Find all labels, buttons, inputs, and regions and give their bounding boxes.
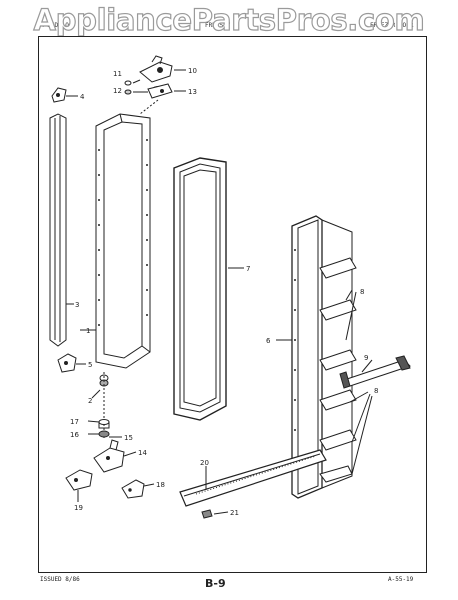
part-9-shelf-bar (339, 355, 411, 389)
callout-2: 2 (88, 397, 92, 405)
callout-1: 1 (86, 327, 90, 335)
callout-5: 5 (88, 361, 92, 369)
callout-19: 19 (74, 504, 83, 512)
callout-4: 4 (80, 93, 85, 101)
callout-8-upper: 8 (360, 288, 364, 296)
part-1-door-frame (80, 113, 151, 369)
lower-hinge-assembly (65, 419, 155, 502)
top-hinge-assembly (124, 55, 186, 115)
part-7-door-gasket (173, 157, 244, 421)
callout-14: 14 (138, 449, 147, 457)
callout-20: 20 (200, 459, 209, 467)
part-6-outer-door (276, 215, 373, 499)
callout-17: 17 (70, 418, 79, 426)
callout-9: 9 (364, 354, 368, 362)
callout-12: 12 (113, 87, 122, 95)
diagram-code-label: A-55-19 (388, 576, 414, 583)
callout-18: 18 (156, 481, 165, 489)
part-2-bushing (91, 372, 109, 440)
callout-7: 7 (246, 265, 250, 273)
issued-date-label: ISSUED 8/86 (40, 576, 80, 583)
diagram-frame (38, 36, 427, 573)
part-20-handle-trim (179, 449, 327, 519)
callout-16: 16 (70, 431, 79, 439)
callout-8-lower: 8 (374, 387, 378, 395)
header-left-label: A-SIDE-O (40, 22, 69, 29)
callout-13: 13 (188, 88, 197, 96)
callout-6: 6 (266, 337, 271, 345)
part-3-gasket-strip (49, 113, 74, 347)
callout-11: 11 (113, 70, 122, 78)
callout-10: 10 (188, 67, 197, 75)
header-right-label: FREEZER DOOR (370, 22, 414, 29)
callout-15: 15 (124, 434, 133, 442)
callout-3: 3 (75, 301, 79, 309)
part-4-bracket (51, 87, 78, 103)
callout-21: 21 (230, 509, 239, 517)
part-5-bracket (57, 353, 86, 373)
header-center-label: FRN-SEV (205, 22, 231, 29)
page-number: B-9 (205, 577, 226, 590)
watermark-text: AppliancePartsPros.com (34, 3, 425, 37)
watermark-logo: AppliancePartsPros.com (33, 2, 425, 37)
